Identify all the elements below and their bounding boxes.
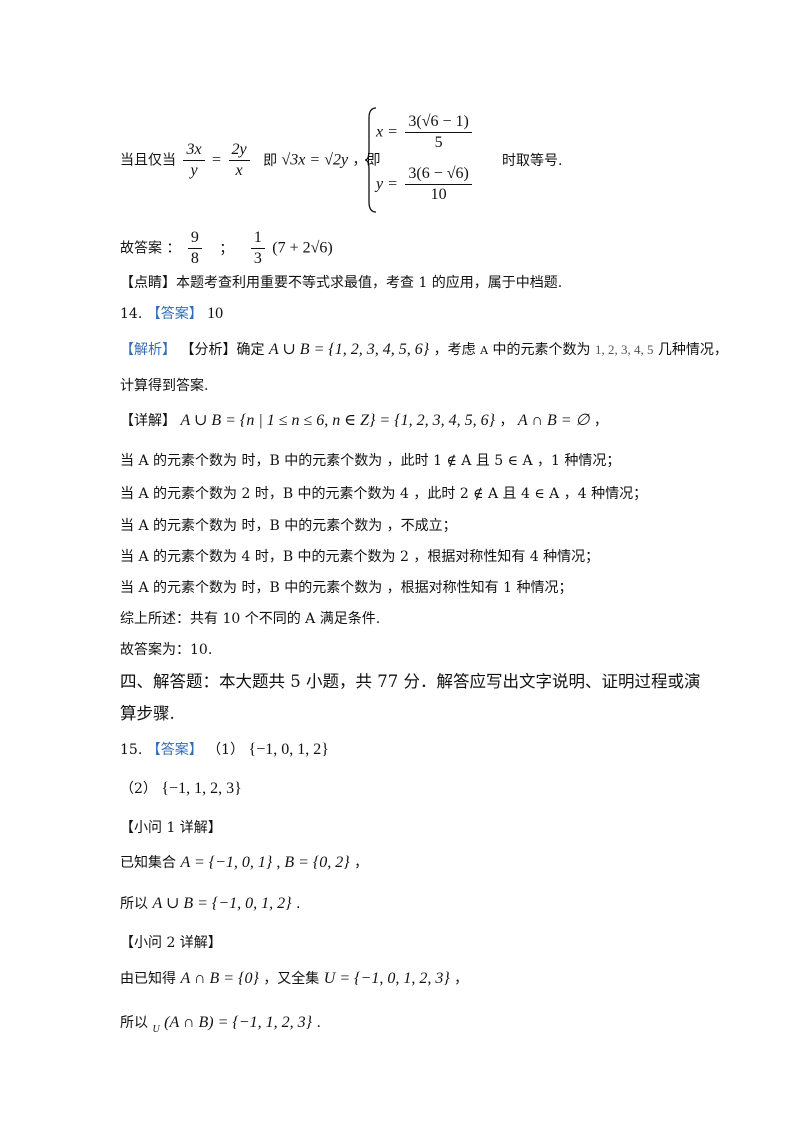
case-4: 当 A 的元素个数为 4 时，B 中的元素个数为 2 ，根据对称性知有 4 种情… (120, 549, 600, 565)
fraction-3x-over-y: 3x y (183, 140, 205, 181)
final-answer: 故答案为：10. (120, 642, 213, 658)
equality-text: 时取等号. (502, 153, 563, 169)
answer-13-line: 故答案 ： 9 8 ； 1 3 (7 + 2√6) (120, 228, 333, 269)
summary: 综上所述：共有 10 个不同的 A 满足条件. (120, 611, 381, 627)
sub1-line1: 已知集合 A = {−1, 0, 1} , B = {0, 2} ， (120, 854, 369, 871)
section-heading-line2: 算步骤. (120, 704, 175, 723)
case-3: 当 A 的元素个数为 时，B 中的元素个数为 ，不成立； (120, 518, 457, 534)
equation-system: y = x = 3(√6 − 1) 5 y = 3(6 − √6) 10 (364, 106, 484, 214)
q14-calc-line: 计算得到答案. (120, 378, 209, 394)
answer-tag: 【答案】 (146, 306, 203, 322)
q14-analysis-line: 【解析】 【分析】确定 A ∪ B = {1, 2, 3, 4, 5, 6} ，… (120, 341, 728, 358)
q14-detail-line: 【详解】 A ∪ B = {n | 1 ≤ n ≤ 6, n ∈ Z} = {1… (120, 412, 608, 429)
q15-answer-line: 15. 【答案】 （1） {−1, 0, 1, 2} (120, 741, 329, 758)
text: 当且仅当 (120, 152, 176, 169)
sub1-line2: 所以 A ∪ B = {−1, 0, 1, 2} . (120, 895, 301, 912)
case-5: 当 A 的元素个数为 时，B 中的元素个数为 ，根据对称性知有 1 种情况； (120, 580, 573, 596)
case-1: 当 A 的元素个数为 时，B 中的元素个数为 ，此时 1 ∉ A 且 5 ∈ A… (120, 453, 621, 469)
q15-part2-line: （2） {−1, 1, 2, 3} (120, 780, 242, 797)
sub1-title: 【小问 1 详解】 (120, 820, 222, 836)
sub2-line1: 由已知得 A ∩ B = {0} ，又全集 U = {−1, 0, 1, 2, … (120, 970, 469, 987)
case-2: 当 A 的元素个数为 2 时，B 中的元素个数为 4 ，此时 2 ∉ A 且 4… (120, 486, 648, 502)
x-equation: y = x = 3(√6 − 1) 5 (376, 112, 475, 153)
sub2-line2: 所以 U (A ∩ B) = {−1, 1, 2, 3} . (120, 1014, 321, 1035)
sqrt-relation: √3x = √2y (281, 151, 349, 169)
answer-fraction-1-3: 1 3 (250, 228, 265, 269)
section-heading-line1: 四、解答题：本大题共 5 小题，共 77 分．解答应写出文字说明、证明过程或演 (120, 672, 701, 691)
q14-answer-line: 14. 【答案】 10 (120, 305, 224, 322)
sub2-title: 【小问 2 详解】 (120, 935, 222, 951)
comment-line: 【点睛】本题考查利用重要不等式求最值，考查 1 的应用，属于中档题. (120, 275, 563, 291)
answer-fraction-9-8: 9 8 (187, 228, 202, 269)
left-brace-icon (364, 107, 377, 213)
answer-tag: 【答案】 (146, 742, 203, 758)
fraction-2y-over-x: 2y x (228, 140, 250, 181)
analysis-tag: 【解析】 (120, 342, 176, 358)
y-equation: y = 3(6 − √6) 10 (376, 164, 475, 205)
equality-condition-line: 当且仅当 3x y = 2y x 即 √3x = √2y ，即 (120, 140, 381, 181)
